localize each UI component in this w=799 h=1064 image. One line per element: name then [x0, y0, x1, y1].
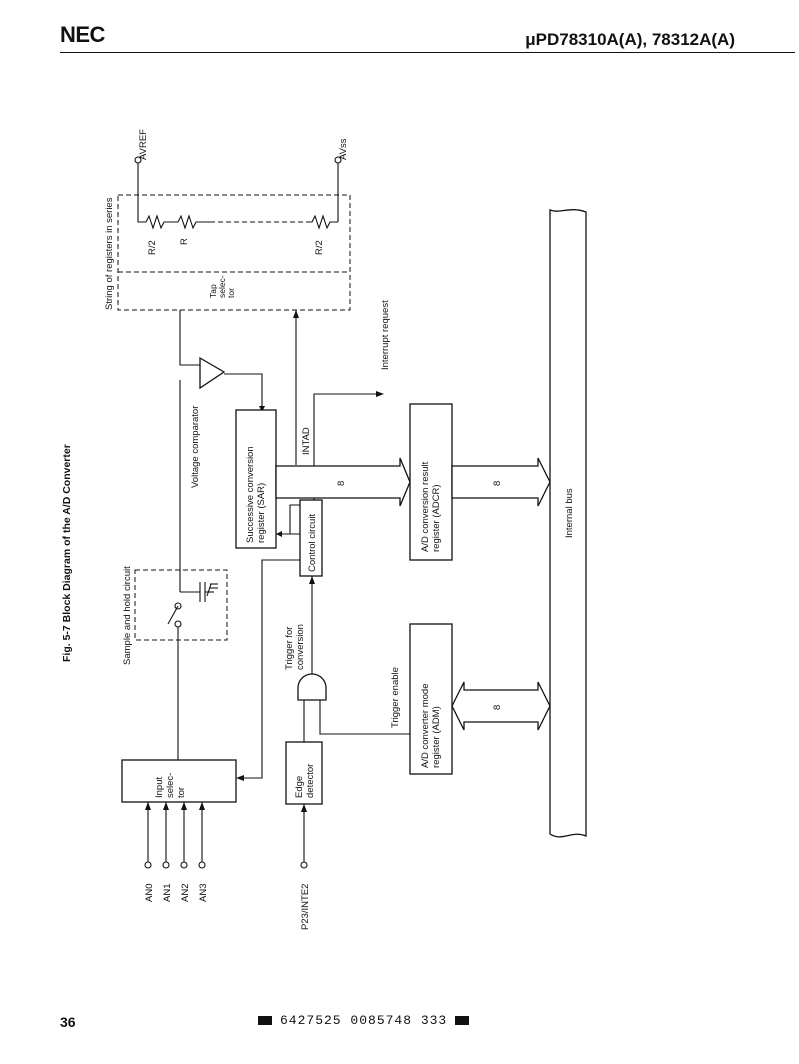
resistor-string-label: String of registers in series — [104, 197, 115, 310]
and-gate — [297, 673, 327, 701]
internal-bus-label: Internal bus — [564, 488, 575, 538]
an3-label: AN3 — [198, 884, 209, 902]
r-half-1-label: R/2 — [147, 240, 158, 255]
footer-mark-right — [455, 1016, 470, 1025]
adcr-label: A/D conversion result register (ADCR) — [420, 459, 442, 552]
trigger-for-conversion-label: Trigger for conversion — [284, 624, 306, 670]
an0-label: AN0 — [144, 884, 155, 902]
an1-label: AN1 — [162, 884, 173, 902]
an2-label: AN2 — [180, 884, 191, 902]
nec-logo: NEC — [60, 22, 105, 47]
interrupt-request-label: Interrupt request — [380, 300, 391, 370]
figure-title: Fig. 5-7 Block Diagram of the A/D Conver… — [61, 444, 73, 662]
an2-terminal — [180, 861, 188, 869]
voltage-comparator-label: Voltage comparator — [190, 406, 201, 488]
adm-to-bus — [451, 681, 551, 731]
input-selector — [121, 759, 237, 803]
p23-label: P23/INTE2 — [300, 884, 311, 930]
footer-mark-left — [258, 1016, 272, 1025]
avss-label: AVss — [338, 138, 349, 160]
trigger-enable-label: Trigger enable — [390, 667, 401, 728]
r-label: R — [179, 238, 190, 245]
tap-selector-label: Tap selec- tor — [208, 273, 236, 298]
page-number: 36 — [60, 1014, 76, 1030]
sample-hold-label: Sample and hold circuit — [122, 566, 133, 665]
sar-register — [235, 409, 277, 549]
footer-code-text: 6427525 0085748 333 — [280, 1013, 448, 1028]
bus-width-3: 8 — [492, 705, 503, 710]
voltage-comparator — [199, 356, 226, 390]
bus-width-1: 8 — [336, 481, 347, 486]
part-number: μPD78310A(A), 78312A(A) — [525, 30, 735, 49]
input-selector-label: Input selec- tor — [154, 770, 187, 798]
edge-detector-label: Edge detector — [294, 764, 316, 798]
header-rule — [60, 52, 795, 53]
adm-register — [409, 623, 453, 775]
sar-label: Successive conversion register (SAR) — [245, 444, 267, 543]
an1-terminal — [162, 861, 170, 869]
avref-label: AVREF — [138, 129, 149, 160]
sample-hold-box — [134, 569, 228, 641]
resistor-string-box — [117, 194, 351, 311]
adcr-to-bus — [451, 457, 551, 507]
edge-detector — [285, 741, 323, 805]
footer-code: 6427525 0085748 333 — [258, 1013, 470, 1028]
control-circuit-label: Control circuit — [307, 514, 318, 572]
intad-label: INTAD — [301, 427, 312, 455]
adm-label: A/D converter mode register (ADM) — [420, 681, 442, 768]
resistor-chain — [137, 205, 210, 230]
adcr-register — [409, 403, 453, 561]
an3-terminal — [198, 861, 206, 869]
sar-to-adcr-bus — [275, 457, 411, 507]
r-half-2-label: R/2 — [314, 240, 325, 255]
p23-terminal — [300, 861, 308, 869]
internal-bus — [549, 209, 587, 838]
bus-width-2: 8 — [492, 481, 503, 486]
an0-terminal — [144, 861, 152, 869]
control-circuit — [299, 499, 323, 577]
